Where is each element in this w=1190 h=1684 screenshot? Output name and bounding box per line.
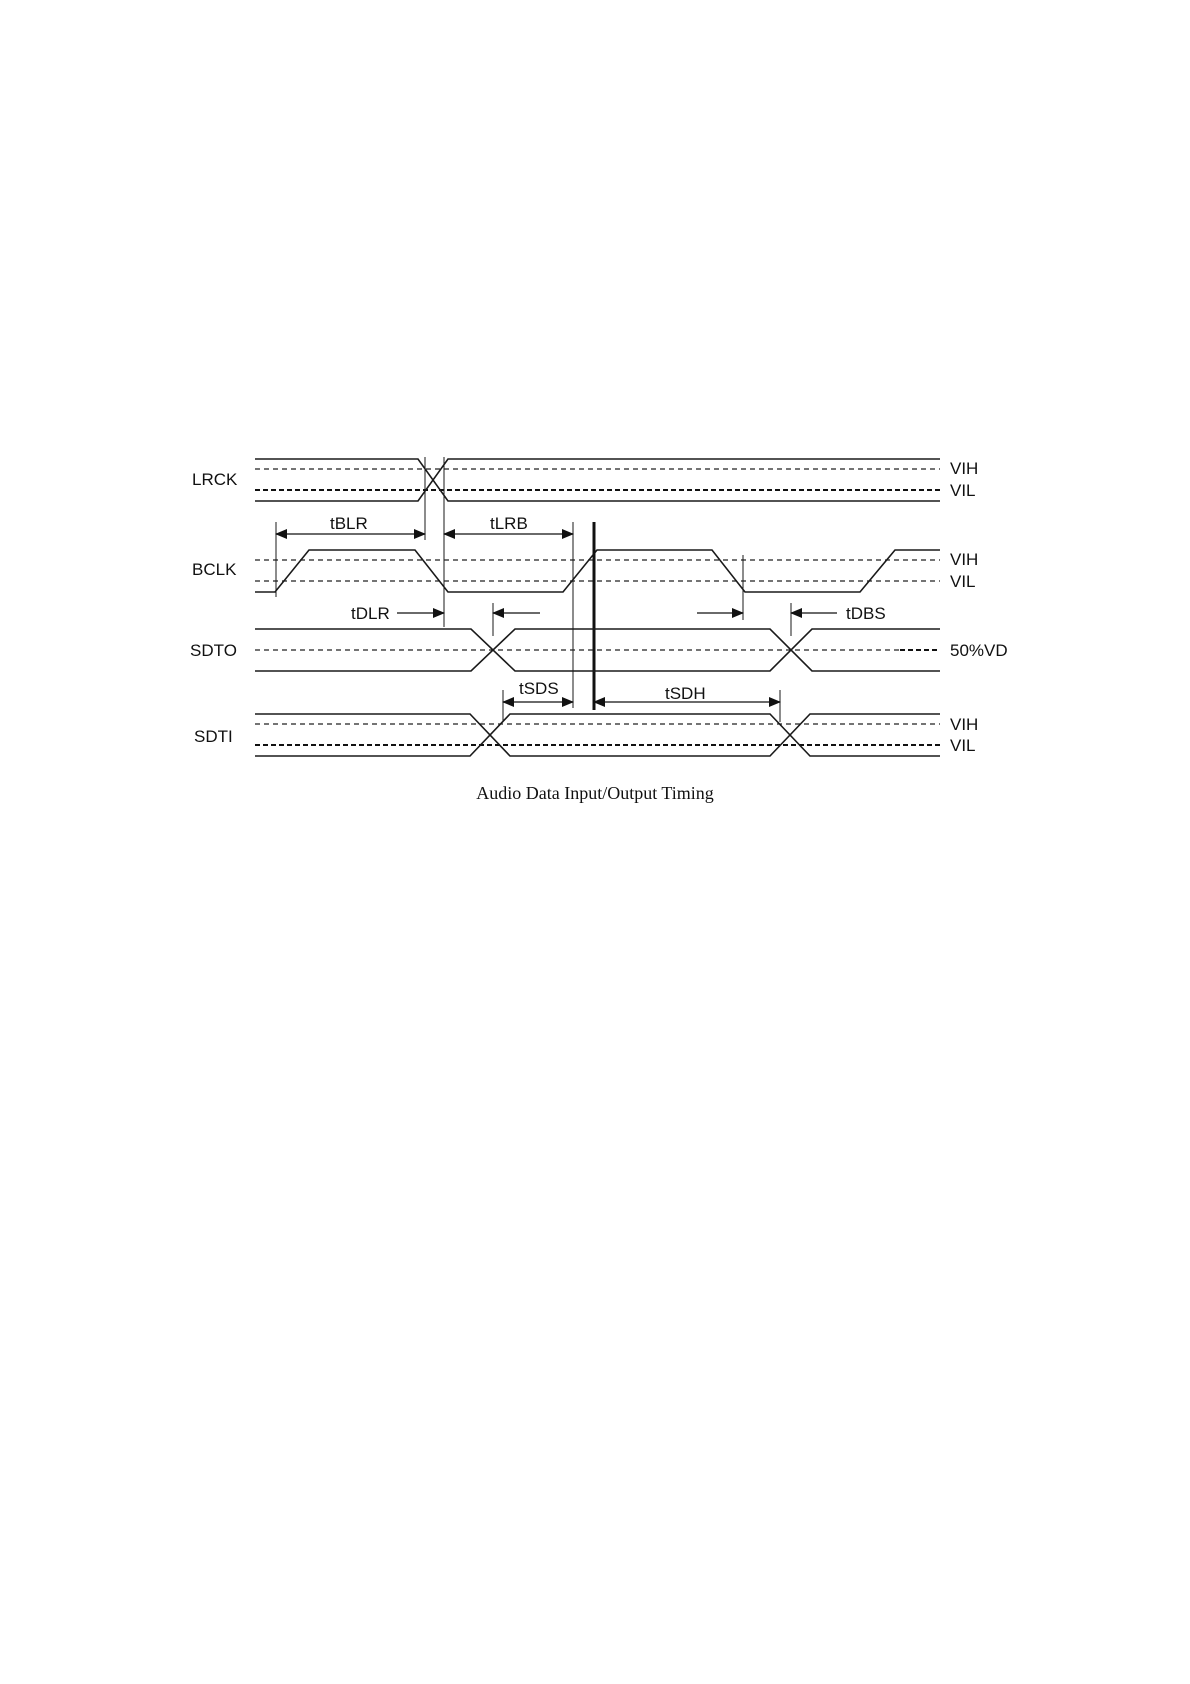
sdti-waveform xyxy=(255,690,940,756)
timing-label-tsds: tSDS xyxy=(519,679,559,698)
figure-caption: Audio Data Input/Output Timing xyxy=(476,783,714,803)
sdti-trace xyxy=(255,714,940,756)
signal-label-lrck: LRCK xyxy=(192,470,238,489)
level-label-lrck-vil: VIL xyxy=(950,481,976,500)
level-label-sdti-vih: VIH xyxy=(950,715,978,734)
timing-label-tblr: tBLR xyxy=(330,514,368,533)
level-label-lrck-vih: VIH xyxy=(950,459,978,478)
level-label-sdto-50vd: 50%VD xyxy=(950,641,1008,660)
level-label-bclk-vih: VIH xyxy=(950,550,978,569)
timing-label-tsdh: tSDH xyxy=(665,684,706,703)
signal-label-sdto: SDTO xyxy=(190,641,237,660)
lrck-rising-trace xyxy=(255,459,940,501)
level-label-bclk-vil: VIL xyxy=(950,572,976,591)
timing-label-tlrb: tLRB xyxy=(490,514,528,533)
sdti-trace xyxy=(255,714,940,756)
lrck-falling-trace xyxy=(255,459,940,501)
timing-label-tdbs: tDBS xyxy=(846,604,886,623)
lrck-waveform xyxy=(255,457,940,627)
level-label-sdti-vil: VIL xyxy=(950,736,976,755)
bclk-trace xyxy=(255,550,940,592)
signal-label-sdti: SDTI xyxy=(194,727,233,746)
signal-label-bclk: BCLK xyxy=(192,560,237,579)
timing-label-tdlr: tDLR xyxy=(351,604,390,623)
